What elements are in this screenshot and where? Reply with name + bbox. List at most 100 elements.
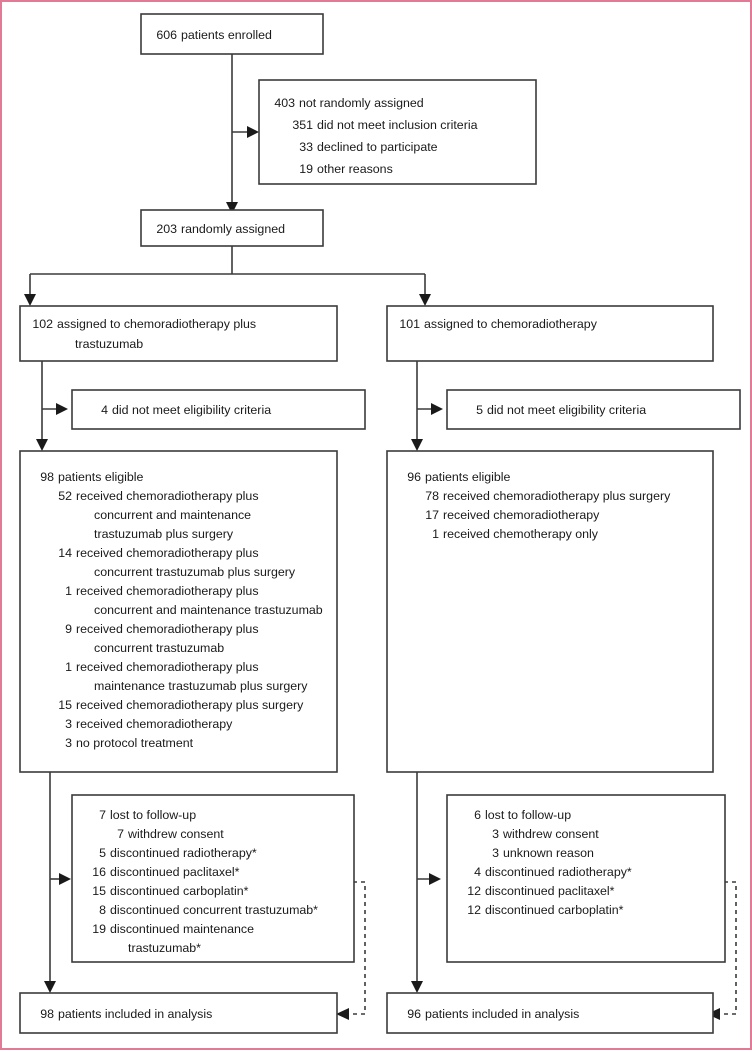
flow-line-count: 9 <box>65 622 72 636</box>
flow-line-label: discontinued maintenance <box>110 922 254 936</box>
flow-line-count: 3 <box>65 717 72 731</box>
node-randomised[interactable] <box>140 209 324 247</box>
text-ineligible-left: 4 did not meet eligibility criteria <box>101 403 271 417</box>
flow-line-count: 3 <box>65 736 72 750</box>
flow-line-label: did not meet eligibility criteria <box>112 403 271 417</box>
flow-line-label: concurrent and maintenance trastuzumab <box>94 603 323 617</box>
flow-line-label: assigned to chemoradiotherapy plus <box>57 317 256 331</box>
flow-line-count: 3 <box>492 846 499 860</box>
flow-line-count: 5 <box>99 846 106 860</box>
flow-line-label: received chemoradiotherapy plus <box>76 489 259 503</box>
flow-line-count: 7 <box>117 827 124 841</box>
flow-line-count: 15 <box>58 698 72 712</box>
flow-line-label: patients eligible <box>58 470 144 484</box>
arrowhead-left-analysis <box>44 981 56 993</box>
flow-line-count: 17 <box>425 508 439 522</box>
node-eligible-right[interactable] <box>386 450 714 773</box>
flow-line-label: received chemoradiotherapy plus <box>76 622 259 636</box>
node-dropout-left[interactable] <box>71 794 355 963</box>
arrowhead-not-randomised <box>247 126 259 138</box>
flow-line-count: 98 <box>40 470 54 484</box>
flow-line-label: patients included in analysis <box>58 1007 212 1021</box>
flow-line-count: 1 <box>65 584 72 598</box>
flow-line-label: withdrew consent <box>502 827 599 841</box>
text-analysis-right: 96 patients included in analysis <box>407 1007 579 1021</box>
flow-line-count: 4 <box>474 865 481 879</box>
node-assigned-right[interactable] <box>386 305 714 362</box>
arrowhead-assigned-right <box>419 294 431 306</box>
arrowhead-right-dropout <box>429 873 441 885</box>
flow-line-count: 351 <box>292 118 313 132</box>
node-assigned-left[interactable] <box>19 305 338 362</box>
text-analysis-left: 98 patients included in analysis <box>40 1007 212 1021</box>
flow-line-count: 15 <box>92 884 106 898</box>
flow-line-label: trastuzumab plus surgery <box>94 527 234 541</box>
flow-line-count: 96 <box>407 1007 421 1021</box>
flow-line-count: 606 <box>156 28 177 42</box>
flow-line-count: 78 <box>425 489 439 503</box>
arrowhead-randomised <box>226 202 238 214</box>
arrowhead-left-eligible <box>36 439 48 451</box>
flow-line-label: patients enrolled <box>181 28 272 42</box>
node-ineligible-left[interactable] <box>71 389 366 430</box>
flow-line-count: 19 <box>299 162 313 176</box>
flow-line-label: declined to participate <box>317 140 438 154</box>
flow-line-count: 8 <box>99 903 106 917</box>
flow-line-count: 14 <box>58 546 72 560</box>
flow-line-label: received chemoradiotherapy plus <box>76 584 259 598</box>
flow-line-label: concurrent trastuzumab <box>94 641 224 655</box>
text-enrolled: 606 patients enrolled <box>156 28 272 42</box>
flow-line-label: patients eligible <box>425 470 511 484</box>
flow-line-label: unknown reason <box>503 846 594 860</box>
flow-line-count: 98 <box>40 1007 54 1021</box>
flow-line-label: randomly assigned <box>181 222 285 236</box>
flow-line-count: 102 <box>32 317 53 331</box>
arrowhead-dashed-left-analysis <box>336 1008 349 1020</box>
text-eligible-left: 98 patients eligible 52 received chemoradio… <box>40 470 323 750</box>
flow-line-count: 4 <box>101 403 108 417</box>
flow-line-count: 52 <box>58 489 72 503</box>
node-analysis-right[interactable] <box>386 992 714 1034</box>
flow-line-label: concurrent and maintenance <box>94 508 251 522</box>
flow-line-label: patients included in analysis <box>425 1007 579 1021</box>
flow-line-label: received chemotherapy only <box>443 527 599 541</box>
flow-line-count: 1 <box>432 527 439 541</box>
node-enrolled[interactable] <box>140 13 324 55</box>
flow-line-label: did not meet eligibility criteria <box>487 403 646 417</box>
flow-line-count: 203 <box>156 222 177 236</box>
arrowhead-right-eligible <box>411 439 423 451</box>
flow-line-count: 12 <box>467 903 481 917</box>
node-not-randomised[interactable] <box>258 79 537 185</box>
node-dropout-right[interactable] <box>446 794 726 963</box>
node-analysis-left[interactable] <box>19 992 338 1034</box>
node-ineligible-right[interactable] <box>446 389 741 430</box>
flow-line-count: 19 <box>92 922 106 936</box>
flow-line-label: discontinued concurrent trastuzumab* <box>110 903 318 917</box>
flow-line-label: received chemoradiotherapy plus surgery <box>443 489 671 503</box>
arrowhead-right-ineligible <box>431 403 443 415</box>
flow-line-count: 33 <box>299 140 313 154</box>
flow-line-count: 16 <box>92 865 106 879</box>
flow-line-label: lost to follow-up <box>485 808 571 822</box>
flow-line-label: received chemoradiotherapy <box>76 717 233 731</box>
flow-line-label: withdrew consent <box>127 827 224 841</box>
flow-line-count: 1 <box>65 660 72 674</box>
node-eligible-left[interactable] <box>19 450 338 773</box>
connector-randomisation-split <box>29 246 426 302</box>
flow-line-count: 403 <box>274 96 295 110</box>
arrowhead-left-dropout <box>59 873 71 885</box>
flow-line-label: other reasons <box>317 162 393 176</box>
flow-line-label: not randomly assigned <box>299 96 424 110</box>
flow-line-label: discontinued paclitaxel* <box>485 884 615 898</box>
flow-line-label: discontinued radiotherapy* <box>110 846 257 860</box>
flow-line-label: discontinued paclitaxel* <box>110 865 240 879</box>
flow-line-label: lost to follow-up <box>110 808 196 822</box>
flow-line-count: 6 <box>474 808 481 822</box>
